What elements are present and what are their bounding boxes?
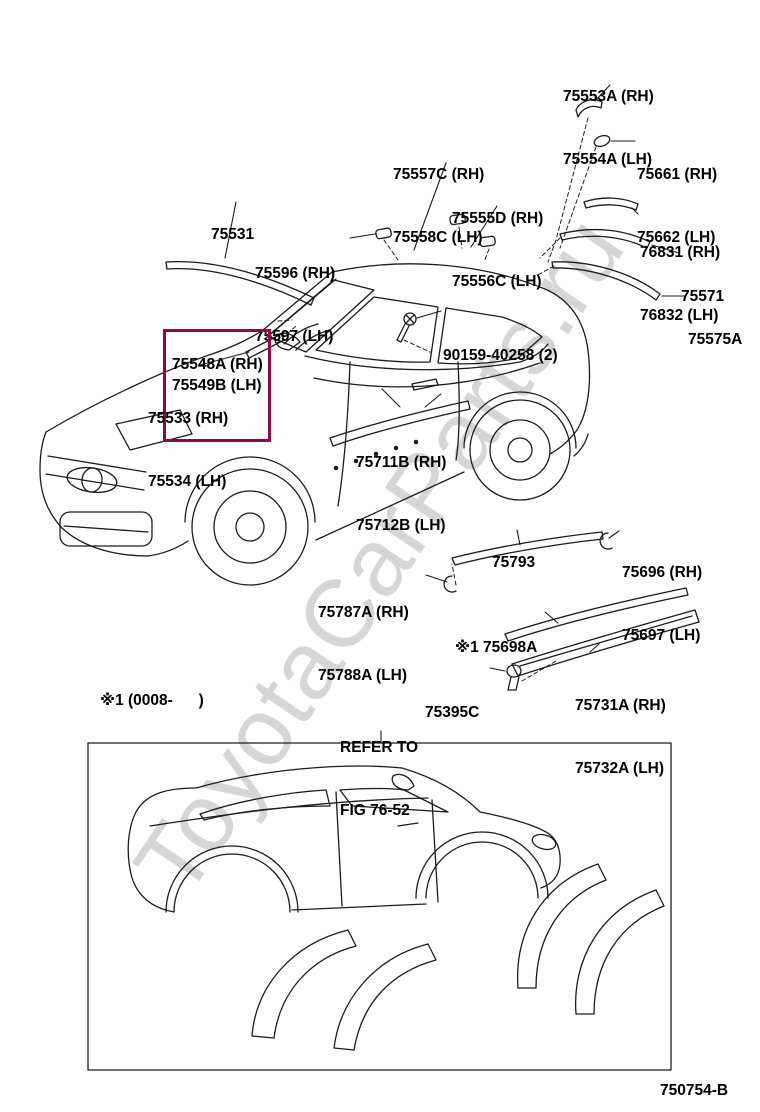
moulding-75793-shape bbox=[451, 531, 604, 566]
part-label-75793[interactable]: 75793 bbox=[492, 510, 535, 615]
part-label-75575a[interactable]: 75575A bbox=[688, 287, 742, 392]
part-number-line: 75556C (LH) bbox=[452, 273, 542, 290]
part-label-75548a[interactable]: 75548A (RH) bbox=[172, 312, 263, 417]
part-number-line: ※1 75698A bbox=[455, 639, 538, 656]
clip-75787a-shape bbox=[443, 575, 457, 593]
part-number-line: 75697 (LH) bbox=[622, 627, 701, 644]
part-number-line: 75548A (RH) bbox=[172, 356, 263, 373]
part-label-75555d-75556c[interactable]: 75555D (RH) 75556C (LH) bbox=[452, 166, 543, 334]
part-number-line: 75549B (LH) bbox=[172, 377, 262, 394]
roof-clip-shape bbox=[449, 213, 466, 226]
part-number-line: 75793 bbox=[492, 554, 536, 571]
part-number-line: 75533 (RH) bbox=[148, 410, 229, 427]
figure-number: 750754-B bbox=[660, 1082, 729, 1099]
part-label-75395c[interactable]: 75395C bbox=[425, 660, 479, 765]
selected-part-highlight[interactable]: 75549B (LH) bbox=[163, 329, 271, 442]
note-line: ※1 (0008- ) bbox=[100, 692, 204, 709]
part-label-75531[interactable]: 75531 bbox=[211, 182, 254, 287]
part-label-75711b-75712b[interactable]: 75711B (RH) 75712B (LH) bbox=[356, 410, 446, 578]
inset-figure bbox=[87, 742, 672, 1071]
windshield-moulding-75531-shape bbox=[165, 261, 315, 306]
part-number-line: 75711B (RH) bbox=[356, 454, 447, 471]
roof-clip-shape bbox=[375, 227, 392, 240]
part-label-75533-75534[interactable]: 75533 (RH) 75534 (LH) bbox=[148, 366, 228, 534]
refer-to-note: REFER TO FIG 76-52 bbox=[340, 695, 418, 863]
part-number-line: 75597 (LH) bbox=[255, 328, 334, 345]
lower-vehicle-drawing bbox=[127, 765, 561, 913]
part-label-75731a-75732a[interactable]: 75731A (RH) 75732A (LH) bbox=[575, 653, 666, 821]
part-number-line: 75553A (RH) bbox=[563, 88, 654, 105]
part-label-75571[interactable]: 75571 bbox=[681, 244, 724, 349]
part-label-75596-75597[interactable]: 75596 (RH) 75597 (LH) bbox=[255, 221, 335, 389]
moulding-75575a-shape bbox=[551, 261, 661, 301]
note-line: FIG 76-52 bbox=[340, 802, 410, 819]
part-number-line: 75531 bbox=[211, 226, 255, 243]
moulding-75731a-shape bbox=[511, 609, 700, 677]
bracket-75553a-shape bbox=[575, 99, 603, 118]
part-number-line: 76831 (RH) bbox=[640, 244, 721, 261]
part-number-line: 75788A (LH) bbox=[318, 667, 408, 684]
moulding-76831-shape bbox=[583, 197, 639, 211]
part-number-line: 90159-40258 (2) bbox=[443, 347, 558, 364]
moulding-75698a-shape bbox=[504, 587, 689, 642]
part-number-line: 75558C (LH) bbox=[393, 229, 483, 246]
part-number-line: 75557C (RH) bbox=[393, 166, 485, 183]
clip-75696-shape bbox=[599, 532, 613, 550]
part-number-line: 75712B (LH) bbox=[356, 517, 446, 534]
part-label-75557c-75558c[interactable]: 75557C (RH) 75558C (LH) bbox=[393, 122, 484, 290]
part-number-line: 76832 (LH) bbox=[640, 307, 719, 324]
part-number-line: 75575A bbox=[688, 331, 743, 348]
note-line: REFER TO bbox=[340, 739, 419, 756]
dashed-leader-lines bbox=[276, 117, 597, 682]
part-label-75787a-75788a[interactable]: 75787A (RH) 75788A (LH) bbox=[318, 560, 409, 728]
part-number-line: 75596 (RH) bbox=[255, 265, 336, 282]
part-label-75696-75697[interactable]: 75696 (RH) 75697 (LH) bbox=[622, 520, 702, 688]
leader-lines bbox=[199, 84, 687, 744]
moulding-75571-shape bbox=[559, 228, 651, 249]
part-number-line: 75731A (RH) bbox=[575, 697, 666, 714]
clip-75395c-shape bbox=[506, 664, 522, 691]
part-number-line: 75395C bbox=[425, 704, 480, 721]
fender-flare-shapes bbox=[251, 863, 665, 1051]
inset-box-border bbox=[87, 742, 672, 1071]
screw-90159-shape bbox=[396, 312, 417, 343]
applicability-note: ※1 (0008- ) bbox=[100, 648, 204, 753]
roof-clip-shape bbox=[479, 235, 496, 248]
moulding-75731a-detail bbox=[519, 615, 693, 667]
part-number-line: 75554A (LH) bbox=[563, 151, 653, 168]
part-number-line: 75534 (LH) bbox=[148, 473, 227, 490]
part-label-90159-40258[interactable]: 90159-40258 (2) bbox=[443, 303, 558, 408]
part-number-line: 75732A (LH) bbox=[575, 760, 665, 777]
clip-75661-shape bbox=[593, 134, 611, 148]
part-label-75698a[interactable]: ※1 75698A bbox=[455, 595, 537, 700]
part-number-line: 75787A (RH) bbox=[318, 604, 409, 621]
part-label-75553a-75554a[interactable]: 75553A (RH) 75554A (LH) bbox=[563, 44, 654, 212]
part-label-75661-75662[interactable]: 75661 (RH) 75662 (LH) bbox=[637, 122, 717, 290]
part-number-line: 75662 (LH) bbox=[637, 229, 716, 246]
part-number-line: 75571 bbox=[681, 288, 725, 305]
part-number-line: 75661 (RH) bbox=[637, 166, 718, 183]
exploded-part-shapes bbox=[165, 99, 700, 691]
upper-vehicle-drawing bbox=[39, 263, 591, 586]
part-number-line: 75555D (RH) bbox=[452, 210, 544, 227]
part-label-76831-76832[interactable]: 76831 (RH) 76832 (LH) bbox=[640, 200, 720, 368]
part-number-line: 75696 (RH) bbox=[622, 564, 703, 581]
